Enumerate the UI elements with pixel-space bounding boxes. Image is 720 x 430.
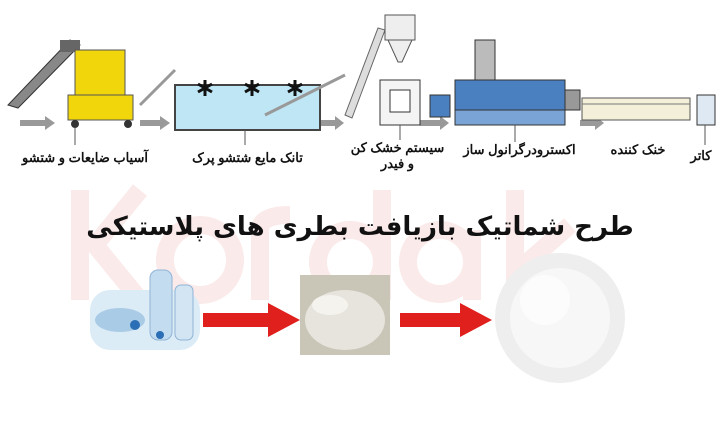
plastic-granules-image — [495, 253, 625, 383]
cooling-trough — [581, 97, 691, 121]
label-cooler: خنک کننده — [610, 142, 666, 157]
label-extruder: اکسترودرگرانول ساز — [463, 142, 576, 157]
dryer-feeder — [344, 14, 421, 126]
plastic-bottles-image — [90, 269, 200, 350]
asterisk-marks — [197, 80, 303, 96]
label-dryer-feeder: سیستم خشک کن و فیدر — [350, 140, 445, 173]
cutter — [696, 94, 716, 126]
red-arrow — [203, 303, 492, 337]
label-wash-tank: تانک مایع شتشو پرک — [192, 150, 303, 165]
pet-flakes-image — [300, 275, 390, 355]
conveyor — [138, 68, 177, 107]
label-dryer-line1: سیستم خشک کن — [350, 140, 445, 155]
label-cutter: کاتر — [690, 148, 712, 163]
flow-arrows — [20, 116, 604, 130]
crusher-machine — [7, 39, 134, 128]
extruder — [429, 39, 581, 126]
label-dryer-line2: و فیدر — [380, 156, 415, 172]
label-crusher-wash: آسیاب ضایعات و شتشو — [22, 150, 148, 165]
diagram-title: طرح شماتیک بازیافت بطری های پلاستیکی — [86, 212, 634, 242]
label-leaders — [74, 125, 706, 145]
wash-tank — [174, 73, 346, 131]
